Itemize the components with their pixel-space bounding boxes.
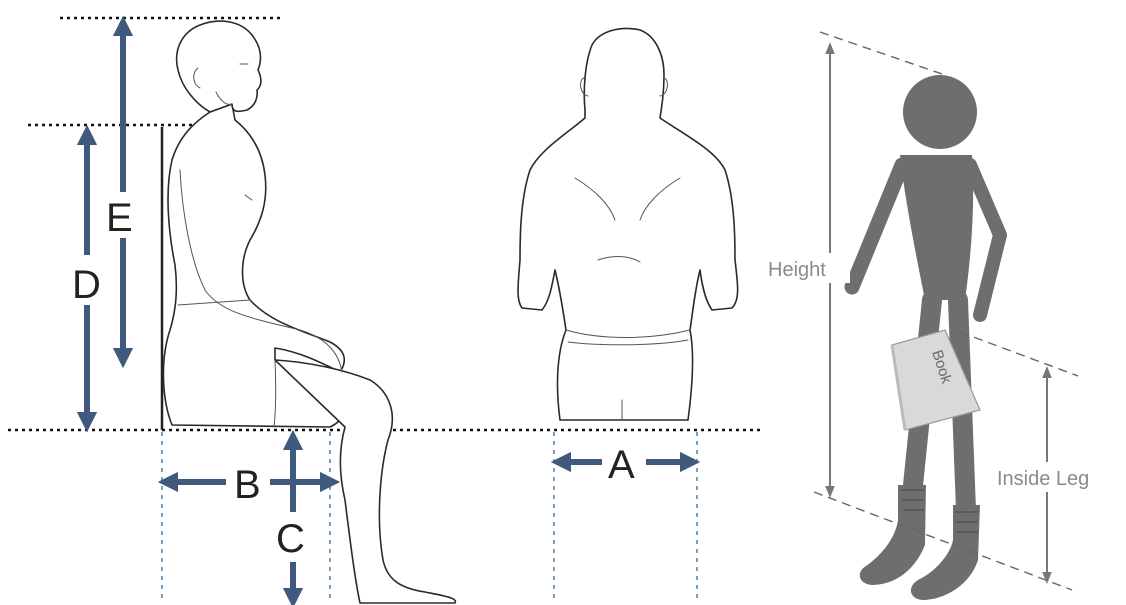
stick-figure xyxy=(852,75,1000,600)
label-b: B xyxy=(234,463,261,507)
label-a: A xyxy=(608,443,635,487)
label-e: E xyxy=(106,196,133,240)
label-c: C xyxy=(276,517,305,561)
label-d: D xyxy=(72,263,101,307)
seated-back-figure xyxy=(518,29,738,420)
height-top-guide xyxy=(820,32,945,75)
label-height: Height xyxy=(768,259,826,281)
label-inside-leg: Inside Leg xyxy=(997,468,1089,490)
crotch-guide xyxy=(960,332,1078,376)
